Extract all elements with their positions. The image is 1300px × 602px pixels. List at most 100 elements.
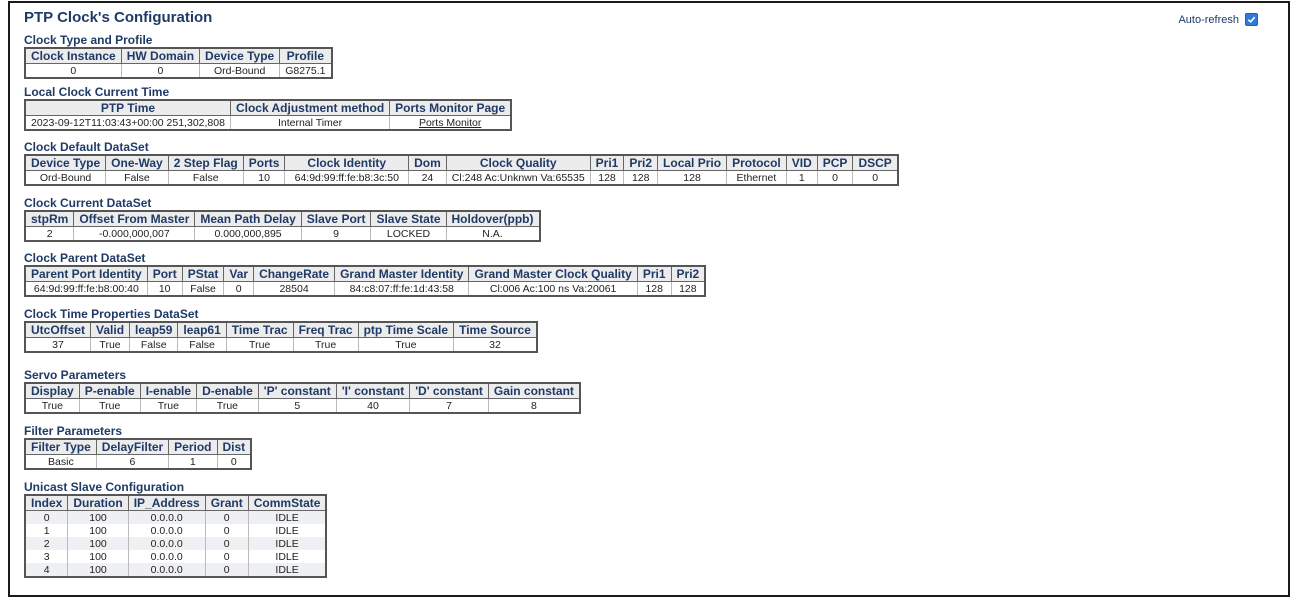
cell: 0 [223,281,255,296]
cell: 7 [409,398,489,413]
unicast-slave-table: Index Duration IP_Address Grant CommStat… [24,494,328,578]
cell: False [129,337,179,352]
col-header: PTP Time [24,99,231,116]
col-header: Clock Instance [24,47,122,64]
col-header: Slave State [370,210,447,227]
auto-refresh-checkbox[interactable] [1245,13,1258,26]
col-header: Device Type [199,47,281,64]
col-header: Grand Master Clock Quality [468,265,638,282]
col-header: 'I' constant [335,382,411,399]
col-header: stpRm [24,210,75,227]
auto-refresh-control[interactable]: Auto-refresh [1178,13,1258,26]
col-header: Grant [204,494,249,511]
col-header: Pri2 [670,265,706,282]
col-header: VID [785,154,818,171]
col-header: Time Source [453,321,538,338]
section-title: Clock Time Properties DataSet [24,307,199,321]
cell: True [90,337,131,352]
cell: 0.0.0.0 [127,524,206,537]
default-dataset-table: Device Type One-Way 2 Step Flag Ports Cl… [24,154,899,186]
cell: 128 [670,281,706,296]
servo-table: Display P-enable I-enable D-enable 'P' c… [24,382,581,414]
cell: True [292,337,359,352]
current-dataset-table: stpRm Offset From Master Mean Path Delay… [24,210,541,242]
cell: 0 [24,63,122,78]
clock-adjustment-value: Internal Timer [229,115,391,130]
section-parent-dataset: Clock Parent DataSet Parent Port Identit… [24,251,707,297]
col-header: Ports Monitor Page [389,99,512,116]
cell: 64:9d:99:ff:fe:b8:00:40 [24,281,148,296]
cell: 9 [300,226,372,241]
cell: 1 [168,454,218,469]
col-header: Holdover(ppb) [445,210,540,227]
cell: 37 [24,337,92,352]
cell: 100 [67,537,129,550]
cell: 2 [24,226,75,241]
section-title: Clock Default DataSet [24,140,149,154]
col-header: Duration [67,494,129,511]
section-title: Clock Type and Profile [24,33,153,47]
cell: IDLE [247,550,327,563]
ptp-time-value: 2023-09-12T11:03:43+00:00 251,302,808 [24,115,231,130]
col-header: ptp Time Scale [357,321,455,338]
col-header: DelayFilter [95,438,170,455]
cell: 84:c8:07:ff:fe:1d:43:58 [334,281,470,296]
checkmark-icon [1247,16,1256,24]
col-header: Display [24,382,80,399]
table-row: 2 100 0.0.0.0 0 IDLE [24,537,327,550]
ports-monitor-link[interactable]: Ports Monitor [418,116,482,129]
cell: 10 [146,281,183,296]
cell: 0.0.0.0 [127,563,206,577]
table-row: 37 True False False True True True 32 [24,337,538,352]
table-row: 2023-09-12T11:03:43+00:00 251,302,808 In… [24,115,512,130]
cell: 128 [657,170,728,185]
cell: 100 [67,550,129,563]
col-header: UtcOffset [24,321,92,338]
cell: 24 [408,170,447,185]
table-row: 4 100 0.0.0.0 0 IDLE [24,563,327,577]
col-header: Pri1 [589,154,625,171]
cell: 100 [67,510,129,524]
cell: Ord-Bound [24,170,107,185]
cell: True [139,398,198,413]
cell: G8275.1 [279,63,332,78]
col-header: Clock Quality [445,154,591,171]
cell: 0 [216,454,252,469]
table-row: 0 100 0.0.0.0 0 IDLE [24,510,327,524]
col-header: Index [24,494,69,511]
cell: 1 [785,170,818,185]
col-header: PStat [181,265,225,282]
section-title: Clock Current DataSet [24,196,152,210]
clock-type-table: Clock Instance HW Domain Device Type Pro… [24,47,333,79]
col-header: IP_Address [127,494,206,511]
section-title: Servo Parameters [24,368,127,382]
cell: 8 [487,398,581,413]
table-row: 64:9d:99:ff:fe:b8:00:40 10 False 0 28504… [24,281,706,296]
cell: 0.0.0.0 [127,537,206,550]
col-header: Clock Identity [284,154,410,171]
cell: False [105,170,169,185]
section-title: Unicast Slave Configuration [24,480,185,494]
section-unicast-slave: Unicast Slave Configuration Index Durati… [24,480,328,578]
cell: -0.000,000,007 [73,226,196,241]
cell: 2 [24,537,69,550]
filter-table: Filter Type DelayFilter Period Dist Basi… [24,438,253,470]
col-header: Clock Adjustment method [229,99,391,116]
section-servo: Servo Parameters Display P-enable I-enab… [24,368,581,414]
cell: True [225,337,294,352]
col-header: PCP [816,154,854,171]
col-header: Profile [279,47,332,64]
col-header: Period [168,438,218,455]
local-clock-table: PTP Time Clock Adjustment method Ports M… [24,99,513,131]
col-header: leap61 [177,321,227,338]
cell: True [78,398,141,413]
page-title: PTP Clock's Configuration [24,9,213,26]
cell: 0 [204,537,249,550]
col-header: leap59 [129,321,179,338]
col-header: Pri1 [636,265,672,282]
cell: 40 [335,398,411,413]
col-header: DSCP [852,154,899,171]
cell: 128 [623,170,659,185]
cell: IDLE [247,524,327,537]
cell: 0 [24,510,69,524]
